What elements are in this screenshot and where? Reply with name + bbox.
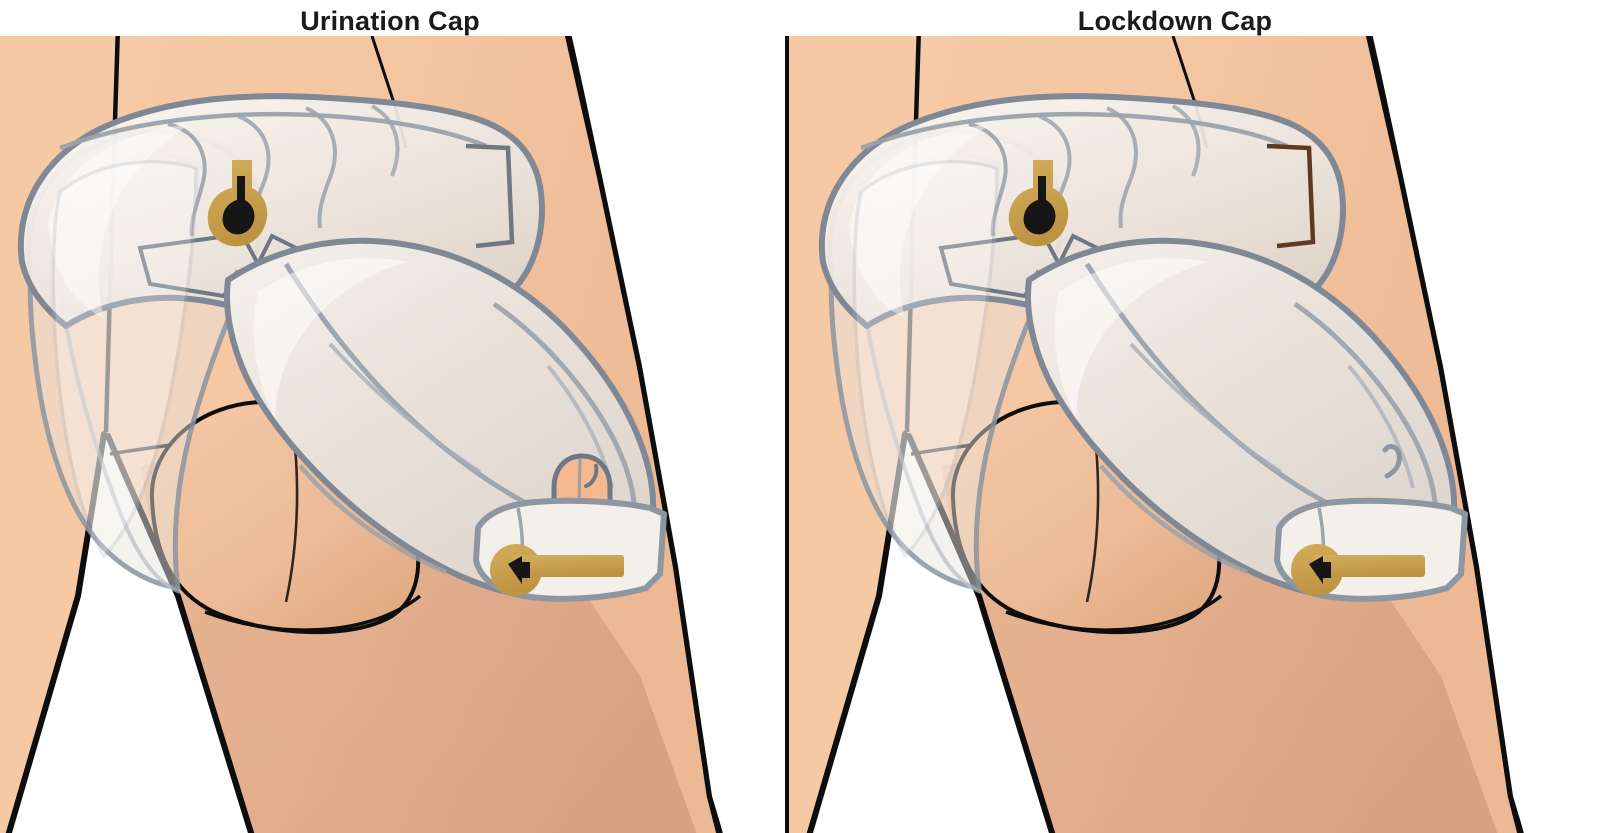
panel-urination-cap: Urination Cap <box>0 0 780 833</box>
panel-title-lockdown-cap: Lockdown Cap <box>1077 6 1273 36</box>
leg-gap <box>811 436 1051 833</box>
glans-seam-2 <box>1347 364 1415 489</box>
cap-highlight <box>849 124 991 318</box>
sealed-tip-dimple <box>1382 444 1402 479</box>
body-right-silhouette <box>1365 36 1524 833</box>
cap-latch-bracket <box>465 143 515 249</box>
cap-highlight <box>48 124 190 318</box>
cap-ridge-5 <box>370 104 400 177</box>
key <box>490 544 624 596</box>
illustration-svg-left <box>0 36 780 833</box>
cap-latch-bracket <box>1266 143 1316 249</box>
panel-lockdown-cap: Lockdown Cap <box>785 0 1565 833</box>
illustration-svg-right <box>785 36 1565 833</box>
left-leg-inner-outline <box>5 431 107 833</box>
keyhole-slot <box>1023 176 1056 235</box>
shaft-ridge-2 <box>328 342 482 474</box>
right-leg-inner-outline <box>906 433 1056 833</box>
key-shaft <box>1313 555 1425 577</box>
cage-sleeve-overlay <box>51 159 198 559</box>
cap-ridge-4 <box>305 106 337 229</box>
illustration-urination-cap <box>0 36 780 833</box>
cap-ridge-5 <box>1171 104 1201 177</box>
keyhole <box>1008 160 1069 247</box>
key-bit <box>508 556 530 584</box>
scrotum-lower-contour <box>204 594 422 632</box>
shaft-highlight <box>253 258 408 420</box>
panel-left-border <box>785 36 792 833</box>
opening-lip <box>584 464 599 488</box>
cap-sealed-tip <box>1382 444 1402 479</box>
right-leg-inner-outline <box>105 433 255 833</box>
key-bit <box>1309 556 1331 584</box>
right-outside-white <box>1373 36 1565 833</box>
key-shaft <box>512 555 624 577</box>
cap-ridge-1 <box>59 111 487 151</box>
cap-ridge-1 <box>860 111 1288 151</box>
scrotum-lower-contour <box>1005 594 1223 632</box>
shaft-lower-contour <box>1099 464 1248 575</box>
body-right-silhouette <box>564 36 723 833</box>
left-leg-inner-outline <box>806 431 908 833</box>
key <box>1291 544 1425 596</box>
shaft-lower-contour <box>298 464 447 575</box>
keyhole <box>207 160 268 247</box>
keyhole-slot <box>222 176 255 235</box>
shaft-ridge-2 <box>1129 342 1283 474</box>
shaft-highlight <box>1054 258 1209 420</box>
cap-ridge-4 <box>1106 106 1138 229</box>
cap-ridge-2 <box>968 122 1008 237</box>
right-outside-white <box>572 36 780 833</box>
cage-sleeve-overlay <box>852 159 999 559</box>
leg-gap <box>10 436 250 833</box>
illustration-lockdown-cap <box>785 36 1565 833</box>
cap-ridge-2 <box>167 122 207 237</box>
panel-title-urination-cap: Urination Cap <box>300 6 480 36</box>
